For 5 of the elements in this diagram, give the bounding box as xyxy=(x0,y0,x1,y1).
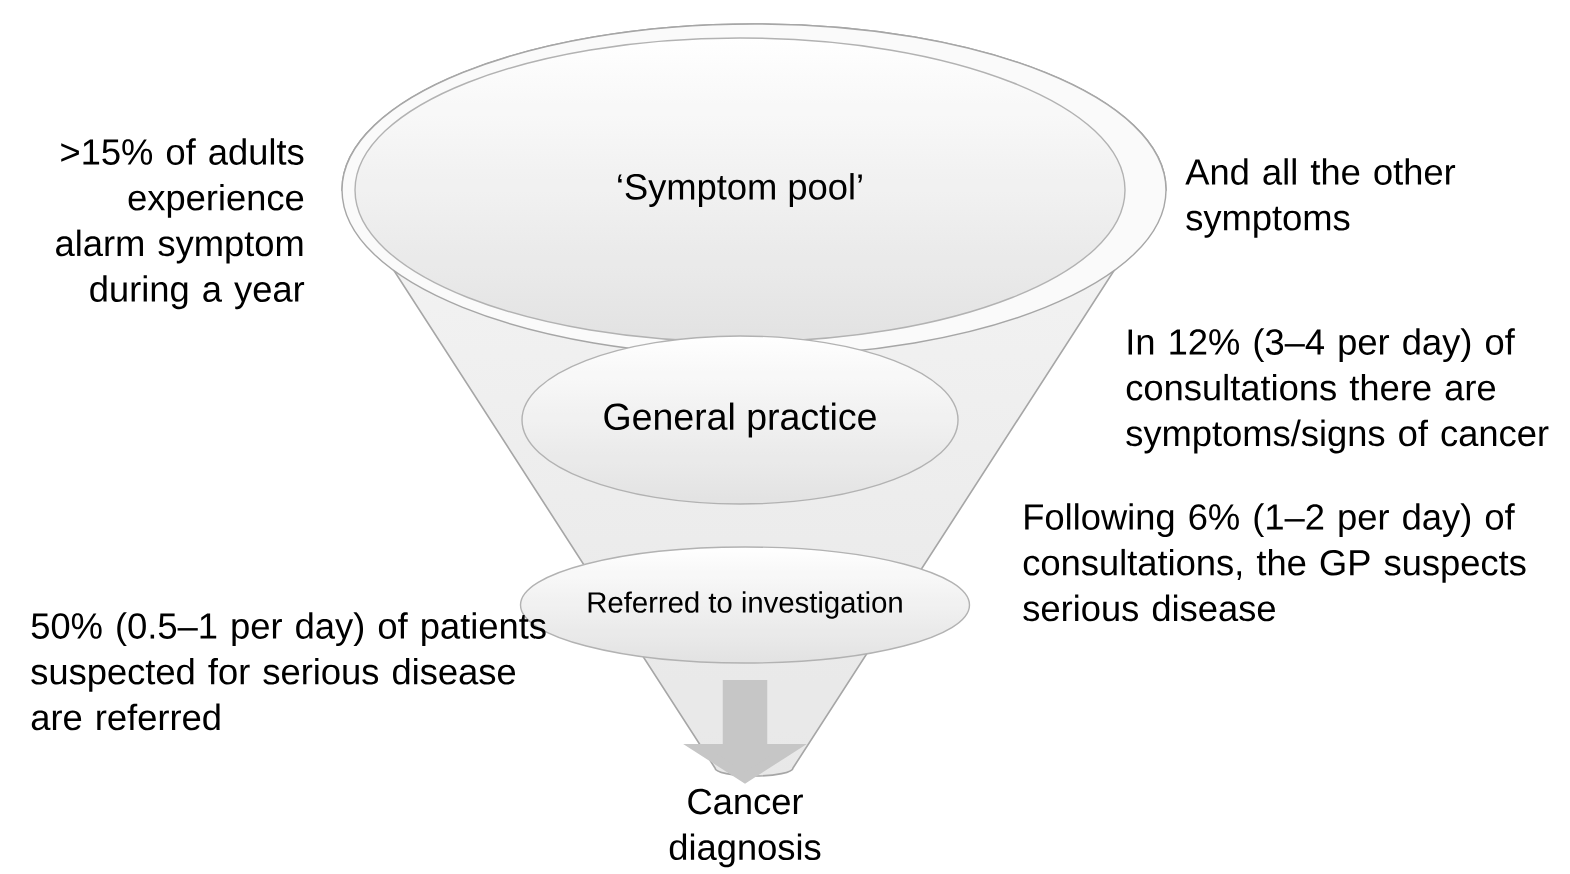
annotation-text: In 12% (3–4 per day) of consultations there are symptoms/signs of cancer xyxy=(1126,328,1549,454)
result-text: Cancer diagnosis xyxy=(669,788,821,868)
annotation-text: >15% of adults experience alarm symptom during a year xyxy=(56,138,305,310)
annotation-text: And all the other symptoms xyxy=(1185,158,1456,238)
annotation-text: Following 6% (1–2 per day) of consultations, the GP suspects serious disease xyxy=(1023,503,1526,622)
